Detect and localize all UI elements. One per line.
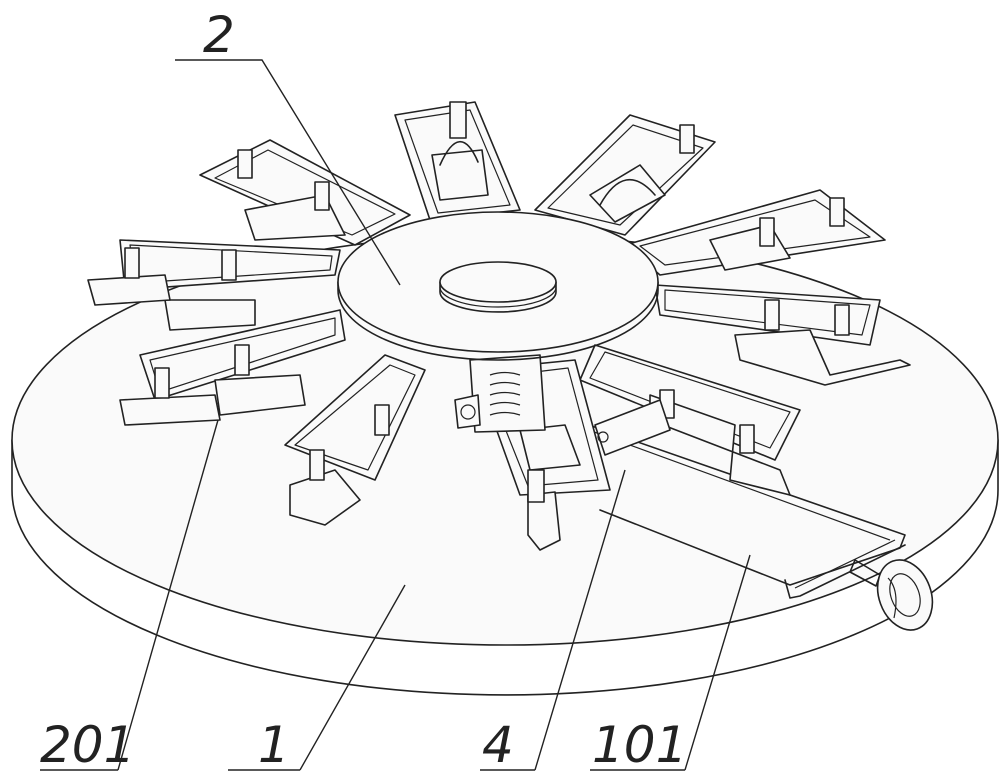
- handle-knob: [849, 559, 934, 631]
- leader-bracket: [40, 419, 219, 771]
- leader-hub: [175, 59, 401, 286]
- arm-north-west: [199, 139, 411, 246]
- callout-labels: 2 201 1 4 101: [40, 6, 687, 774]
- callout-bracket-label: 201: [40, 716, 135, 774]
- arm-ene: [624, 189, 886, 276]
- leader-base: [228, 584, 406, 771]
- callout-hub-label: 2: [203, 6, 235, 64]
- callout-drive-label: 4: [482, 716, 514, 774]
- arm-group: [87, 101, 911, 551]
- arm-south-west: [284, 354, 426, 526]
- callout-base-label: 1: [258, 716, 290, 774]
- arm-west: [87, 239, 341, 331]
- arm-south-east: [579, 344, 801, 496]
- arm-north: [394, 101, 521, 221]
- leader-drive: [480, 469, 626, 771]
- drive-assembly: [454, 354, 671, 456]
- arm-north-east: [534, 114, 716, 236]
- arm-east: [654, 284, 911, 386]
- arm-wsw: [119, 309, 346, 426]
- callout-leaders: [40, 59, 751, 771]
- callout-track-label: 101: [592, 716, 687, 774]
- leader-track: [590, 554, 751, 771]
- hub-plate: [337, 211, 659, 361]
